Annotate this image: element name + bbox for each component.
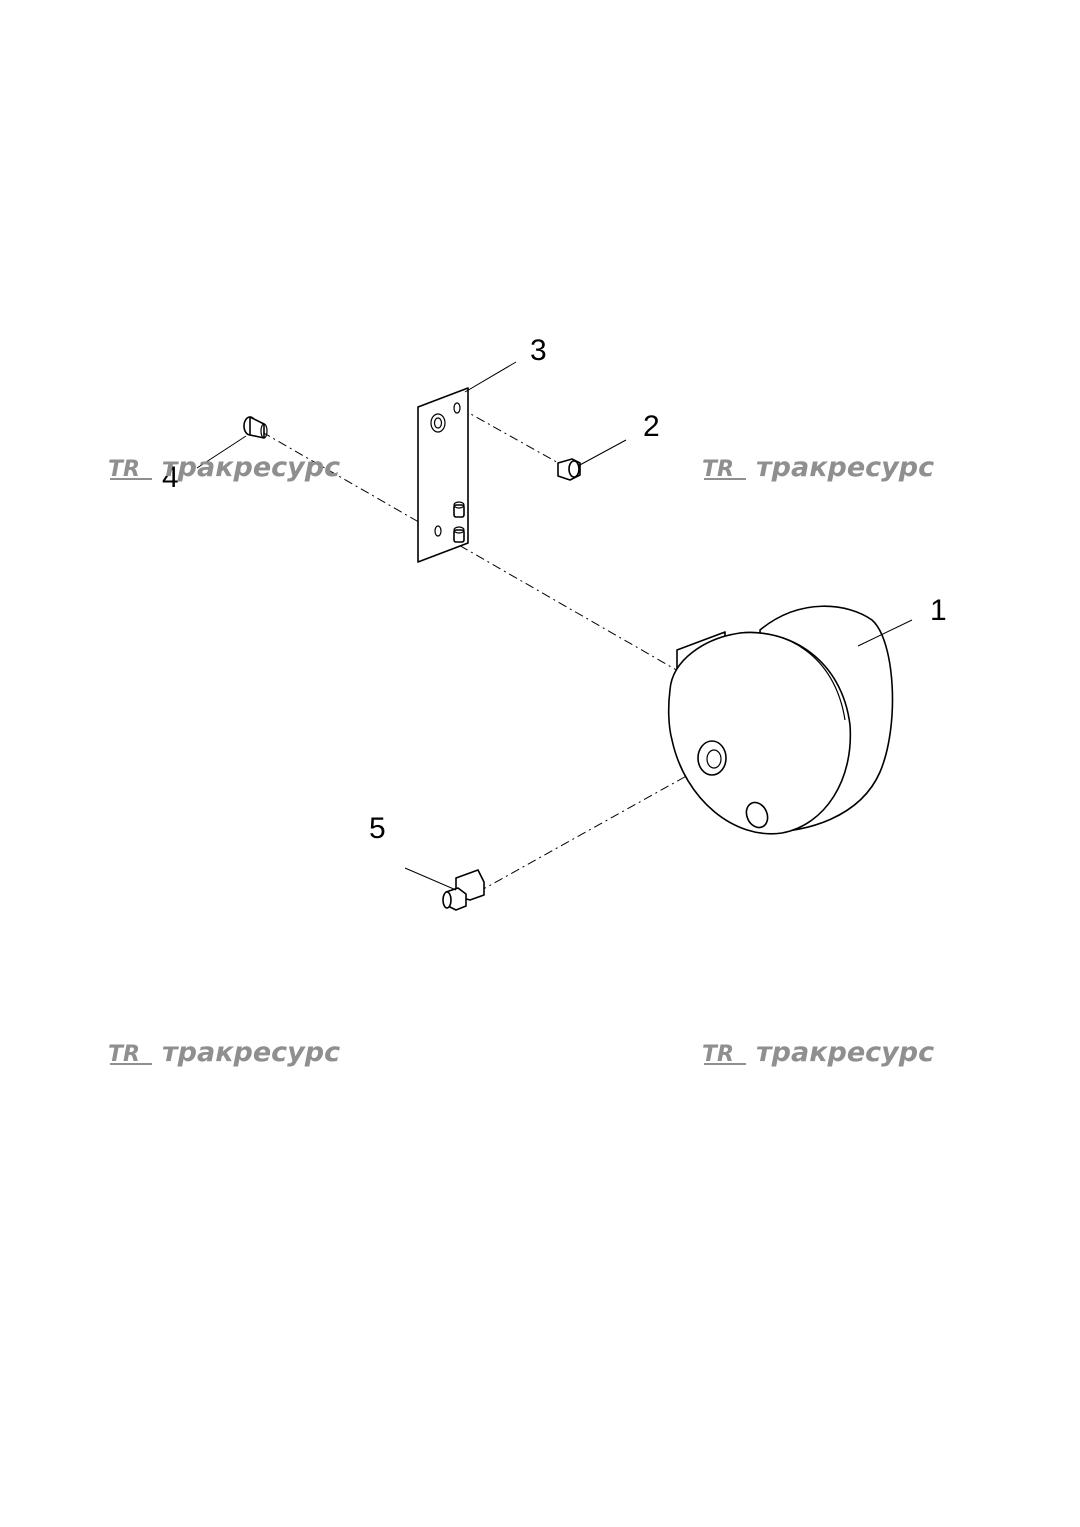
svg-text:TR: TR bbox=[108, 457, 140, 481]
assembly-centerlines bbox=[261, 407, 709, 893]
leader-2 bbox=[577, 439, 627, 467]
watermark-top-right: TR тракресурс bbox=[702, 452, 934, 483]
leader-5 bbox=[404, 867, 457, 891]
svg-text:TR: TR bbox=[702, 1042, 734, 1066]
callout-2: 2 bbox=[643, 410, 660, 443]
watermark-bottom-right: TR тракресурс bbox=[702, 1037, 934, 1068]
watermark-text: тракресурс bbox=[756, 1037, 935, 1068]
watermark-bottom-left: TR тракресурс bbox=[108, 1037, 340, 1068]
watermark-logo-icon: TR bbox=[702, 1042, 746, 1066]
bolt-icon bbox=[557, 458, 581, 481]
centerline-bolt4-to-tank bbox=[261, 431, 681, 673]
svg-text:TR: TR bbox=[108, 1042, 140, 1066]
leader-1 bbox=[857, 619, 913, 647]
watermark-logo-icon: TR bbox=[108, 457, 152, 481]
watermark-text: тракресурс bbox=[162, 452, 341, 483]
callout-3: 3 bbox=[530, 334, 547, 367]
watermark-logo-icon: TR bbox=[108, 1042, 152, 1066]
centerline-plate-to-bolt2 bbox=[459, 407, 563, 466]
leader-4 bbox=[196, 435, 247, 469]
bolt-icon bbox=[243, 416, 268, 439]
callout-4: 4 bbox=[162, 461, 179, 494]
leader-3 bbox=[464, 361, 517, 393]
centerline-fitting-to-tank bbox=[477, 763, 709, 893]
watermark-text: тракресурс bbox=[162, 1037, 341, 1068]
watermark-text: тракресурс bbox=[756, 452, 935, 483]
leader-lines bbox=[196, 361, 913, 891]
watermark-top-left: TR тракресурс bbox=[108, 452, 340, 483]
fitting-icon bbox=[442, 869, 485, 911]
bracket-plate-icon bbox=[417, 387, 469, 563]
callout-5: 5 bbox=[369, 812, 386, 845]
callout-1: 1 bbox=[930, 594, 947, 627]
watermark-logo-icon: TR bbox=[702, 457, 746, 481]
svg-text:TR: TR bbox=[702, 457, 734, 481]
tank-icon bbox=[667, 605, 894, 835]
